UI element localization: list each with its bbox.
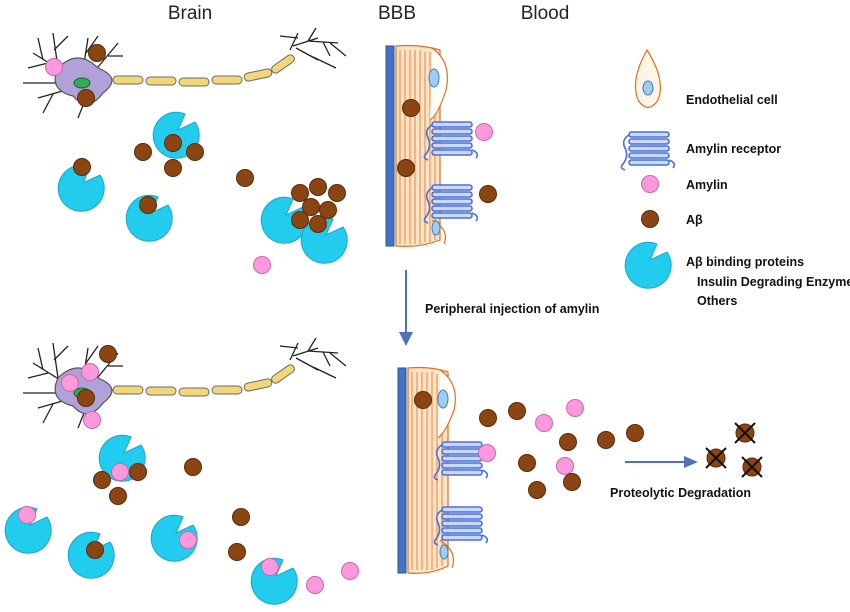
degraded-abeta — [705, 447, 727, 469]
legend-binding-ide: Insulin Degrading Enzyme — [697, 275, 850, 289]
legend-amylin-label: Amylin — [686, 178, 728, 192]
legend-receptor-label: Amylin receptor — [686, 142, 781, 156]
abeta-particle — [402, 99, 420, 117]
legend: Endothelial cell Amylin receptor Amylin … — [620, 48, 850, 308]
abeta-particle — [518, 454, 536, 472]
amylin-particle — [556, 457, 574, 475]
amylin-particle — [341, 562, 359, 580]
degradation-arrow — [625, 456, 698, 468]
degraded-abeta-group — [705, 422, 763, 478]
top-panel — [22, 27, 497, 274]
bbb-header: BBB — [378, 3, 416, 24]
abeta-icon — [641, 210, 659, 228]
amylin-particle — [83, 411, 101, 429]
abeta-particle — [232, 508, 250, 526]
abeta-particle — [291, 211, 309, 229]
brain-header: Brain — [168, 3, 212, 24]
amylin-particle — [566, 399, 584, 417]
endothelial-cell-icon — [634, 48, 661, 109]
amylin-particle — [261, 558, 279, 576]
degraded-abeta — [734, 422, 756, 444]
amylin-particle — [253, 256, 271, 274]
abeta-particle — [73, 158, 91, 176]
legend-binding-title: Aβ binding proteins — [686, 255, 804, 269]
amylin-particle — [475, 123, 493, 141]
abeta-particle — [228, 543, 246, 561]
amylin-icon — [641, 175, 659, 193]
abeta-particle — [328, 184, 346, 202]
legend-endothelial-label: Endothelial cell — [686, 93, 778, 107]
degraded-abeta — [741, 456, 763, 478]
receptor-icon — [620, 131, 676, 171]
abeta-particle — [186, 143, 204, 161]
blood-header: Blood — [521, 3, 570, 24]
abeta-particle — [164, 159, 182, 177]
legend-binding-others: Others — [697, 294, 737, 308]
injection-arrow — [399, 270, 413, 346]
abeta-particle — [164, 134, 182, 152]
amylin-particle — [111, 463, 129, 481]
neuron-top — [22, 27, 347, 119]
amylin-particle — [18, 506, 36, 524]
abeta-particle — [139, 196, 157, 214]
abeta-particle — [109, 487, 127, 505]
abeta-particle — [626, 424, 644, 442]
abeta-particle — [397, 159, 415, 177]
degradation-label: Proteolytic Degradation — [610, 486, 751, 500]
abeta-particle — [93, 471, 111, 489]
injection-label: Peripheral injection of amylin — [425, 302, 599, 316]
binding-protein-icon — [624, 241, 672, 289]
abeta-particle — [508, 402, 526, 420]
abeta-particle — [129, 463, 147, 481]
abeta-particle — [184, 458, 202, 476]
abeta-particle — [77, 89, 95, 107]
abeta-particle — [528, 481, 546, 499]
abeta-particle — [86, 541, 104, 559]
abeta-particle — [88, 44, 106, 62]
amylin-particle — [535, 414, 553, 432]
abeta-particle — [479, 409, 497, 427]
amylin-particle — [45, 58, 63, 76]
abeta-particle — [99, 345, 117, 363]
abeta-particle — [77, 389, 95, 407]
abeta-particle — [563, 473, 581, 491]
abeta-particle — [597, 431, 615, 449]
legend-abeta-label: Aβ — [686, 213, 703, 227]
abeta-particle — [134, 143, 152, 161]
amylin-particle — [61, 374, 79, 392]
abeta-particle — [309, 178, 327, 196]
amylin-particle — [179, 531, 197, 549]
abeta-particle — [309, 215, 327, 233]
amylin-particle — [478, 444, 496, 462]
abeta-particle — [414, 391, 432, 409]
abeta-particle — [559, 433, 577, 451]
bbb-wall-top — [385, 44, 448, 247]
abeta-particle — [291, 184, 309, 202]
abeta-particle — [236, 169, 254, 187]
amylin-particle — [81, 363, 99, 381]
abeta-particle — [319, 201, 337, 219]
bottom-panel — [4, 337, 644, 605]
amylin-particle — [306, 576, 324, 594]
abeta-particle — [479, 185, 497, 203]
